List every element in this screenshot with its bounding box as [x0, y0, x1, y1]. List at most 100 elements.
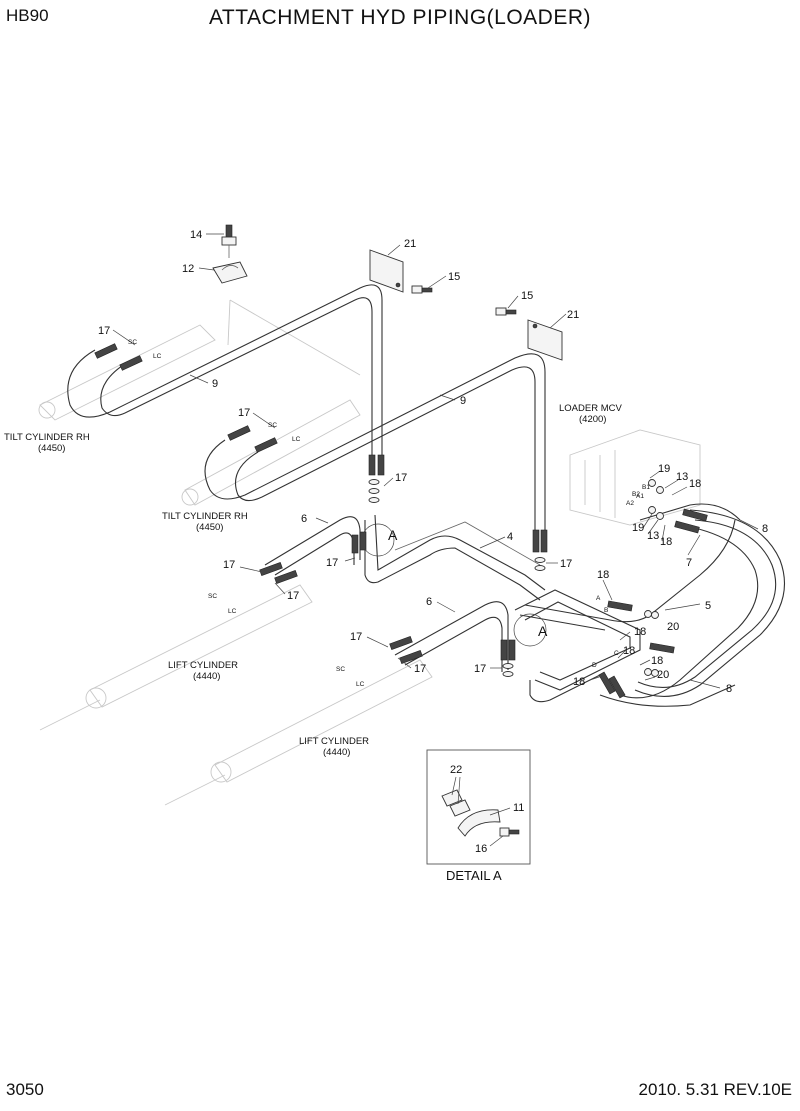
label-tilt-cylinder-rh-1: TILT CYLINDER RH [4, 432, 90, 443]
callout-8-upper: 8 [762, 523, 768, 535]
callout-6-upper: 6 [301, 513, 307, 525]
label-lift-cylinder-1-code: (4440) [193, 671, 220, 682]
callout-12: 12 [182, 263, 194, 275]
callout-20-a: 20 [667, 621, 679, 633]
callout-18-b: 18 [634, 626, 646, 638]
lower-manifold-pipes [514, 589, 641, 703]
callout-17-e: 17 [560, 558, 572, 570]
port-c: C [614, 650, 619, 657]
label-sc-4: SC [336, 666, 345, 673]
hose-ends-right [598, 479, 708, 699]
label-lc-4: LC [356, 681, 365, 688]
label-lc-2: LC [292, 436, 301, 443]
label-tilt-cylinder-rh-2: TILT CYLINDER RH [162, 511, 248, 522]
callout-17-a: 17 [98, 325, 110, 337]
detail-a-title: DETAIL A [446, 868, 502, 883]
label-loader-mcv-code: (4200) [579, 414, 606, 425]
plate-21-left [369, 249, 404, 293]
bolt-15-left [411, 285, 433, 294]
port-a1: A1 [636, 493, 644, 500]
pipe-5 [519, 519, 736, 631]
callout-17-j: 17 [474, 663, 486, 675]
bolt-15-right [495, 307, 517, 316]
port-b: B [604, 607, 608, 614]
fitting-cluster-upper [368, 454, 385, 503]
label-sc-2: SC [268, 422, 277, 429]
hose-9-lower [204, 353, 546, 540]
pipe-8 [599, 509, 786, 707]
callout-15-right: 15 [521, 290, 533, 302]
ref-a-2: A [538, 623, 548, 639]
label-lift-cylinder-1: LIFT CYLINDER [168, 660, 238, 671]
bolt-14 [221, 224, 237, 258]
callout-21-right: 21 [567, 309, 579, 321]
tilt-cylinder-ghost-1 [38, 324, 216, 421]
callout-14: 14 [190, 229, 202, 241]
revision-date: 2010. 5.31 REV.10E [638, 1080, 792, 1099]
callout-19-b: 19 [632, 522, 644, 534]
callout-17-g: 17 [287, 590, 299, 602]
frame-line [227, 299, 361, 376]
lift-cylinder-ghost-2 [164, 659, 433, 806]
callout-17-d: 17 [326, 557, 338, 569]
lift-cylinder-ghost-1 [39, 584, 313, 731]
tilt-cylinder-ghost-2 [181, 399, 361, 506]
callout-21-left: 21 [404, 238, 416, 250]
callout-17-f: 17 [223, 559, 235, 571]
fitting-cluster-mid [351, 529, 548, 571]
callout-18-e: 18 [573, 676, 585, 688]
label-lift-cylinder-2: LIFT CYLINDER [299, 736, 369, 747]
plate-21-right [527, 319, 563, 361]
callout-9-upper: 9 [212, 378, 218, 390]
callout-17-b: 17 [238, 407, 250, 419]
label-tilt-cylinder-rh-2-code: (4450) [196, 522, 223, 533]
callout-13-a: 13 [676, 471, 688, 483]
detail-a-box: 22 11 16 [426, 749, 531, 865]
label-tilt-cylinder-rh-1-code: (4450) [38, 443, 65, 454]
label-sc-1: SC [128, 339, 137, 346]
callout-18-a: 18 [597, 569, 609, 581]
model-code: HB90 [6, 6, 49, 25]
callout-16: 16 [475, 843, 487, 855]
label-lc-3: LC [228, 608, 237, 615]
callout-15-left: 15 [448, 271, 460, 283]
callout-17-i: 17 [414, 663, 426, 675]
label-lc-1: LC [153, 353, 162, 360]
callout-8-lower: 8 [726, 683, 732, 695]
port-d: D [592, 662, 597, 669]
callout-6-lower: 6 [426, 596, 432, 608]
loader-mcv-ghost [569, 429, 701, 526]
callout-5: 5 [705, 600, 711, 612]
callout-18-f: 18 [689, 478, 701, 490]
port-a2: A2 [626, 500, 634, 507]
hose-ends-left [94, 343, 423, 664]
pipe-4 [364, 514, 546, 601]
callout-22: 22 [450, 764, 462, 776]
callout-7: 7 [686, 557, 692, 569]
detail-ref-circle-2 [513, 613, 547, 647]
label-sc-3: SC [208, 593, 217, 600]
callout-9-lower: 9 [460, 395, 466, 407]
callout-18-g: 18 [660, 536, 672, 548]
callout-4: 4 [507, 531, 513, 543]
callout-19-a: 19 [658, 463, 670, 475]
pipe-6-lower [394, 601, 509, 672]
ref-a-1: A [388, 527, 398, 543]
bracket-12 [212, 261, 248, 284]
pipe-7 [639, 503, 741, 521]
label-loader-mcv: LOADER MCV [559, 403, 622, 414]
port-b2: B2 [632, 491, 640, 498]
callout-17-h: 17 [350, 631, 362, 643]
callout-18-d: 18 [651, 655, 663, 667]
page-number: 3050 [6, 1080, 44, 1099]
callout-20-b: 20 [657, 669, 669, 681]
callout-17-c: 17 [395, 472, 407, 484]
fitting-cluster-low [500, 639, 516, 677]
page-title: ATTACHMENT HYD PIPING(LOADER) [208, 6, 592, 29]
detail-ref-circle-1 [361, 523, 395, 557]
port-a: A [596, 595, 601, 602]
label-lift-cylinder-2-code: (4440) [323, 747, 350, 758]
callout-18-c: 18 [623, 645, 635, 657]
callout-11: 11 [513, 802, 524, 814]
